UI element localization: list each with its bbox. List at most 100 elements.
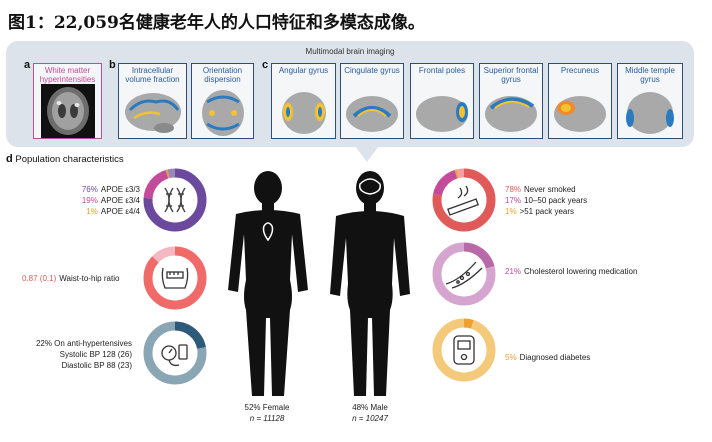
female-pct: 52% Female (244, 403, 290, 412)
blood-pressure-icon (161, 344, 188, 367)
angular-gyrus-panel: Angular gyrus (271, 63, 336, 139)
waist-ring (143, 246, 207, 310)
middle-temple-gyrus-image (626, 92, 674, 134)
apoe-44-pct: 1% (86, 207, 98, 216)
cholesterol-donut (432, 242, 496, 306)
imaging-panel: Multimodal brain imaging a b c White mat… (6, 41, 694, 147)
apoe-donut (143, 168, 207, 232)
bp-donut (143, 321, 207, 385)
cingulate-gyrus-label: Cingulate gyrus (344, 66, 400, 75)
waist-measure-icon (161, 267, 189, 289)
waist-segment-1 (143, 246, 207, 310)
odi-panel: Orientation dispersion (191, 63, 254, 139)
male-n: n = 10247 (352, 414, 388, 423)
bp-stats: 22% On anti-hypertensives Systolic BP 12… (20, 338, 132, 371)
diabetes-pct: 5% (505, 353, 517, 362)
angular-gyrus-label: Angular gyrus (278, 66, 329, 75)
diastolic-text: Diastolic BP 88 (23) (61, 361, 132, 370)
smoking-heavy-pct: 1% (505, 207, 517, 216)
female-silhouette (228, 171, 308, 396)
female-caption: 52% Female n = 11128 (226, 402, 308, 424)
precuneus-image (554, 96, 606, 132)
panel-letter-a: a (24, 59, 31, 71)
antihypertensives-text: 22% On anti-hypertensives (35, 339, 132, 348)
figure-title: 图1：22,059名健康老年人的人口特征和多模态成像。 (8, 13, 425, 33)
odi-label: Orientation dispersion (202, 66, 243, 84)
smoking-row-moderate: 17%10–50 pack years (505, 195, 587, 206)
apoe-stats: 76%APOE ε3/3 19%APOE ε3/4 1%APOE ε4/4 (60, 184, 140, 217)
apoe-33-pct: 76% (81, 185, 98, 194)
frontal-poles-panel: Frontal poles (410, 63, 474, 139)
bp-segment-1 (143, 321, 207, 385)
cholesterol-stats: 21%Cholesterol lowering medication (505, 266, 637, 277)
superior-frontal-gyrus-label: Superior frontal gyrus (483, 66, 539, 84)
panel-letter-d: d (6, 153, 13, 165)
smoking-ring (432, 168, 496, 232)
apoe-ring (143, 168, 207, 232)
frontal-poles-image (416, 96, 468, 132)
diabetes-segment-1 (432, 318, 496, 382)
cingulate-gyrus-panel: Cingulate gyrus (340, 63, 404, 139)
apoe-row-44: 1%APOE ε4/4 (60, 206, 140, 217)
smoking-moderate-label: 10–50 pack years (524, 196, 588, 205)
middle-temple-gyrus-panel: Middle temple gyrus (617, 63, 683, 139)
smoking-row-heavy: 1%>51 pack years (505, 206, 587, 217)
male-pct: 48% Male (352, 403, 388, 412)
panel-letter-c: c (262, 59, 269, 71)
icvf-label: Intracellular volume fraction (125, 66, 180, 84)
smoking-segment-3 (432, 168, 496, 232)
smoking-row-never: 78%Never smoked (505, 184, 587, 195)
icvf-panel: Intracellular volume fraction (118, 63, 187, 139)
wmh-brain-image (40, 84, 95, 138)
smoking-stats: 78%Never smoked 17%10–50 pack years 1%>5… (505, 184, 587, 217)
apoe-44-label: APOE ε4/4 (100, 207, 140, 216)
bp-ring (143, 321, 207, 385)
waist-label: Waist-to-hip ratio (59, 274, 120, 283)
systolic-text: Systolic BP 128 (26) (59, 350, 132, 359)
glucose-meter-icon (453, 335, 475, 365)
cholesterol-pct: 21% (505, 267, 522, 276)
smoking-moderate-pct: 17% (505, 196, 522, 205)
heart-icon (262, 222, 274, 242)
waist-value: 0.87 (0.1) (22, 274, 57, 283)
angular-gyrus-image (281, 92, 326, 134)
diabetes-stats: 5%Diagnosed diabetes (505, 352, 590, 363)
brain-icon (358, 178, 382, 195)
smoking-heavy-label: >51 pack years (519, 207, 575, 216)
apoe-row-34: 19%APOE ε3/4 (60, 195, 140, 206)
imaging-heading: Multimodal brain imaging (305, 47, 395, 56)
diabetes-donut (432, 318, 496, 382)
male-silhouette (330, 171, 410, 396)
cholesterol-segment-1 (432, 242, 496, 306)
apoe-34-label: APOE ε3/4 (100, 196, 140, 205)
wmh-panel: White matter hyperintensities (33, 63, 102, 139)
apoe-row-33: 76%APOE ε3/3 (60, 184, 140, 195)
apoe-34-pct: 19% (81, 196, 98, 205)
population-heading: d Population characteristics (6, 153, 124, 165)
cholesterol-label: Cholesterol lowering medication (524, 267, 638, 276)
dna-icon (164, 187, 186, 213)
precuneus-label: Precuneus (560, 66, 600, 75)
cigarette-icon (447, 185, 479, 216)
female-n: n = 11128 (249, 414, 285, 423)
artery-icon (445, 261, 483, 289)
superior-frontal-gyrus-panel: Superior frontal gyrus (479, 63, 543, 139)
precuneus-panel: Precuneus (548, 63, 612, 139)
population-heading-text: Population characteristics (15, 154, 124, 165)
frontal-poles-label: Frontal poles (418, 66, 466, 75)
cingulate-gyrus-image (346, 96, 398, 132)
wmh-label: White matter hyperintensities (39, 66, 96, 84)
superior-frontal-gyrus-image (485, 96, 537, 132)
smoking-never-pct: 78% (505, 185, 522, 194)
diabetes-ring (432, 318, 496, 382)
waist-donut (143, 246, 207, 310)
male-caption: 48% Male n = 10247 (330, 402, 410, 424)
middle-temple-gyrus-label: Middle temple gyrus (625, 66, 675, 84)
apoe-segment-3 (143, 168, 207, 232)
panel-letter-b: b (109, 59, 116, 71)
diabetes-label: Diagnosed diabetes (519, 353, 591, 362)
waist-stats: 0.87 (0.1)Waist-to-hip ratio (22, 273, 119, 284)
smoking-donut (432, 168, 496, 232)
cholesterol-ring (432, 242, 496, 306)
icvf-brain-image (124, 93, 181, 133)
